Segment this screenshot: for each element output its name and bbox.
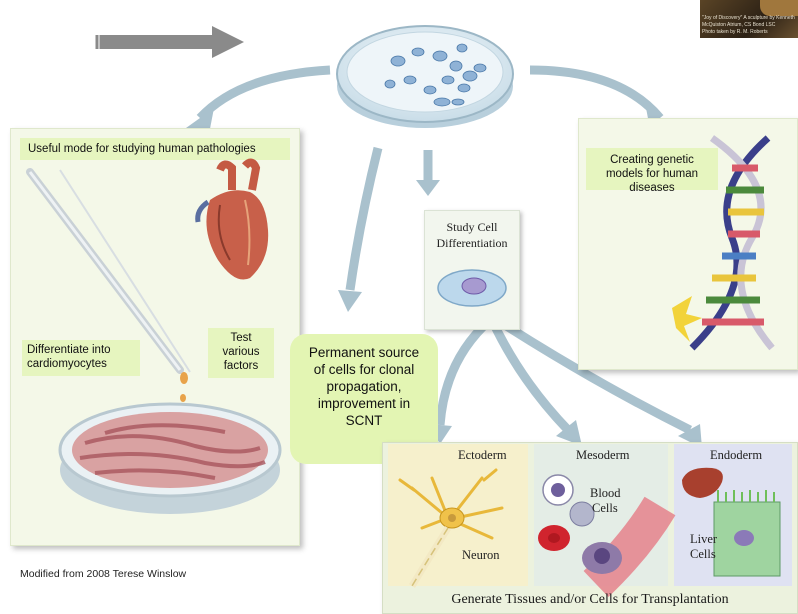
liver-cells-label-1: Liver: [690, 532, 717, 547]
generate-tissues-label: Generate Tissues and/or Cells for Transp…: [388, 592, 792, 608]
credit-text: Modified from 2008 Terese Winslow: [20, 568, 186, 580]
neuron-label: Neuron: [462, 548, 500, 563]
pathologies-label: Useful mode for studying human pathologi…: [20, 138, 290, 160]
liver-cells-label-2: Cells: [690, 547, 716, 562]
blood-cells-label-2: Cells: [592, 501, 618, 516]
test-factors-label: Test various factors: [208, 328, 274, 378]
blood-cells-icon: [536, 456, 666, 586]
blood-cells-label-1: Blood: [590, 486, 621, 501]
stem-cell-icon: [432, 262, 512, 312]
study-differentiation-label-1: Study Cell: [424, 220, 520, 235]
liver-cells-icon: [710, 490, 790, 580]
neuron-icon: [392, 458, 522, 588]
endoderm-label: Endoderm: [710, 448, 762, 463]
study-differentiation-label-2: Differentiation: [424, 236, 520, 251]
heart-icon: [190, 160, 280, 290]
dna-helix-icon: [672, 128, 792, 358]
differentiate-label: Differentiate into cardiomyocytes: [22, 340, 140, 376]
cardiomyocyte-dish-icon: [55, 388, 285, 518]
